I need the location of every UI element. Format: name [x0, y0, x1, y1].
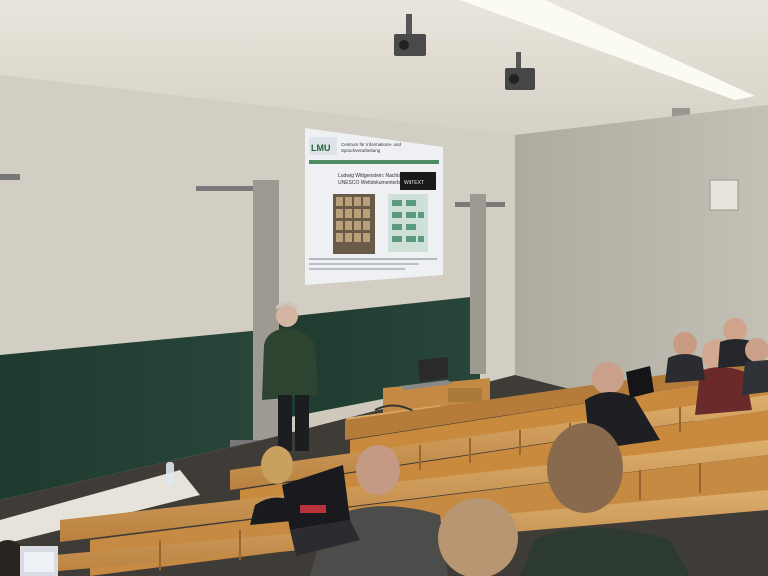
- audience-member: [438, 498, 518, 576]
- wall-bracket: [0, 174, 20, 180]
- audience-member: [665, 332, 705, 383]
- seat-dividers: [159, 407, 701, 570]
- ceiling-projector-right: [505, 52, 535, 90]
- desk-row-1: [345, 360, 768, 440]
- audience-laptop: [626, 366, 654, 398]
- audience-member: [520, 423, 690, 576]
- wall-speaker: [709, 179, 739, 211]
- water-bottle: [166, 462, 174, 486]
- slide-thumbnail-grid: [336, 197, 370, 242]
- slide-badge-text: WitTEXT: [404, 180, 424, 186]
- ceiling-projector-left: [394, 14, 426, 56]
- audience-laptop: [282, 465, 360, 556]
- slide-header-line2: Sprachverarbeitung: [341, 148, 381, 153]
- slide-title-line2: UNESCO Weltdokumenterbe (2017): [338, 180, 419, 186]
- lectern-laptop: [400, 357, 452, 390]
- cable: [374, 404, 416, 413]
- board-pillar-left: [253, 180, 279, 442]
- slide-title-line1: Ludwig Wittgenstein: Nachlass: [338, 173, 407, 179]
- audience-member: [0, 540, 26, 576]
- stage-platform: [0, 470, 200, 545]
- board-pillar-right: [470, 194, 486, 374]
- speaker-jacket: [262, 328, 318, 400]
- audience-member: [742, 338, 768, 395]
- speaker-head: [276, 305, 298, 327]
- speaker-person: [262, 301, 318, 451]
- projection-screen: LMU Centrum für Informations- und Sprach…: [305, 128, 443, 285]
- ceiling-light: [460, 0, 755, 100]
- slide-badge: [400, 172, 436, 190]
- slide-diagram: [392, 200, 424, 242]
- slide-header-line1: Centrum für Informations- und: [341, 142, 402, 147]
- slide-logo: LMU: [311, 143, 331, 153]
- audience-laptop: [20, 546, 58, 576]
- wall-bracket: [196, 186, 256, 191]
- chalkboard-left: [0, 330, 262, 500]
